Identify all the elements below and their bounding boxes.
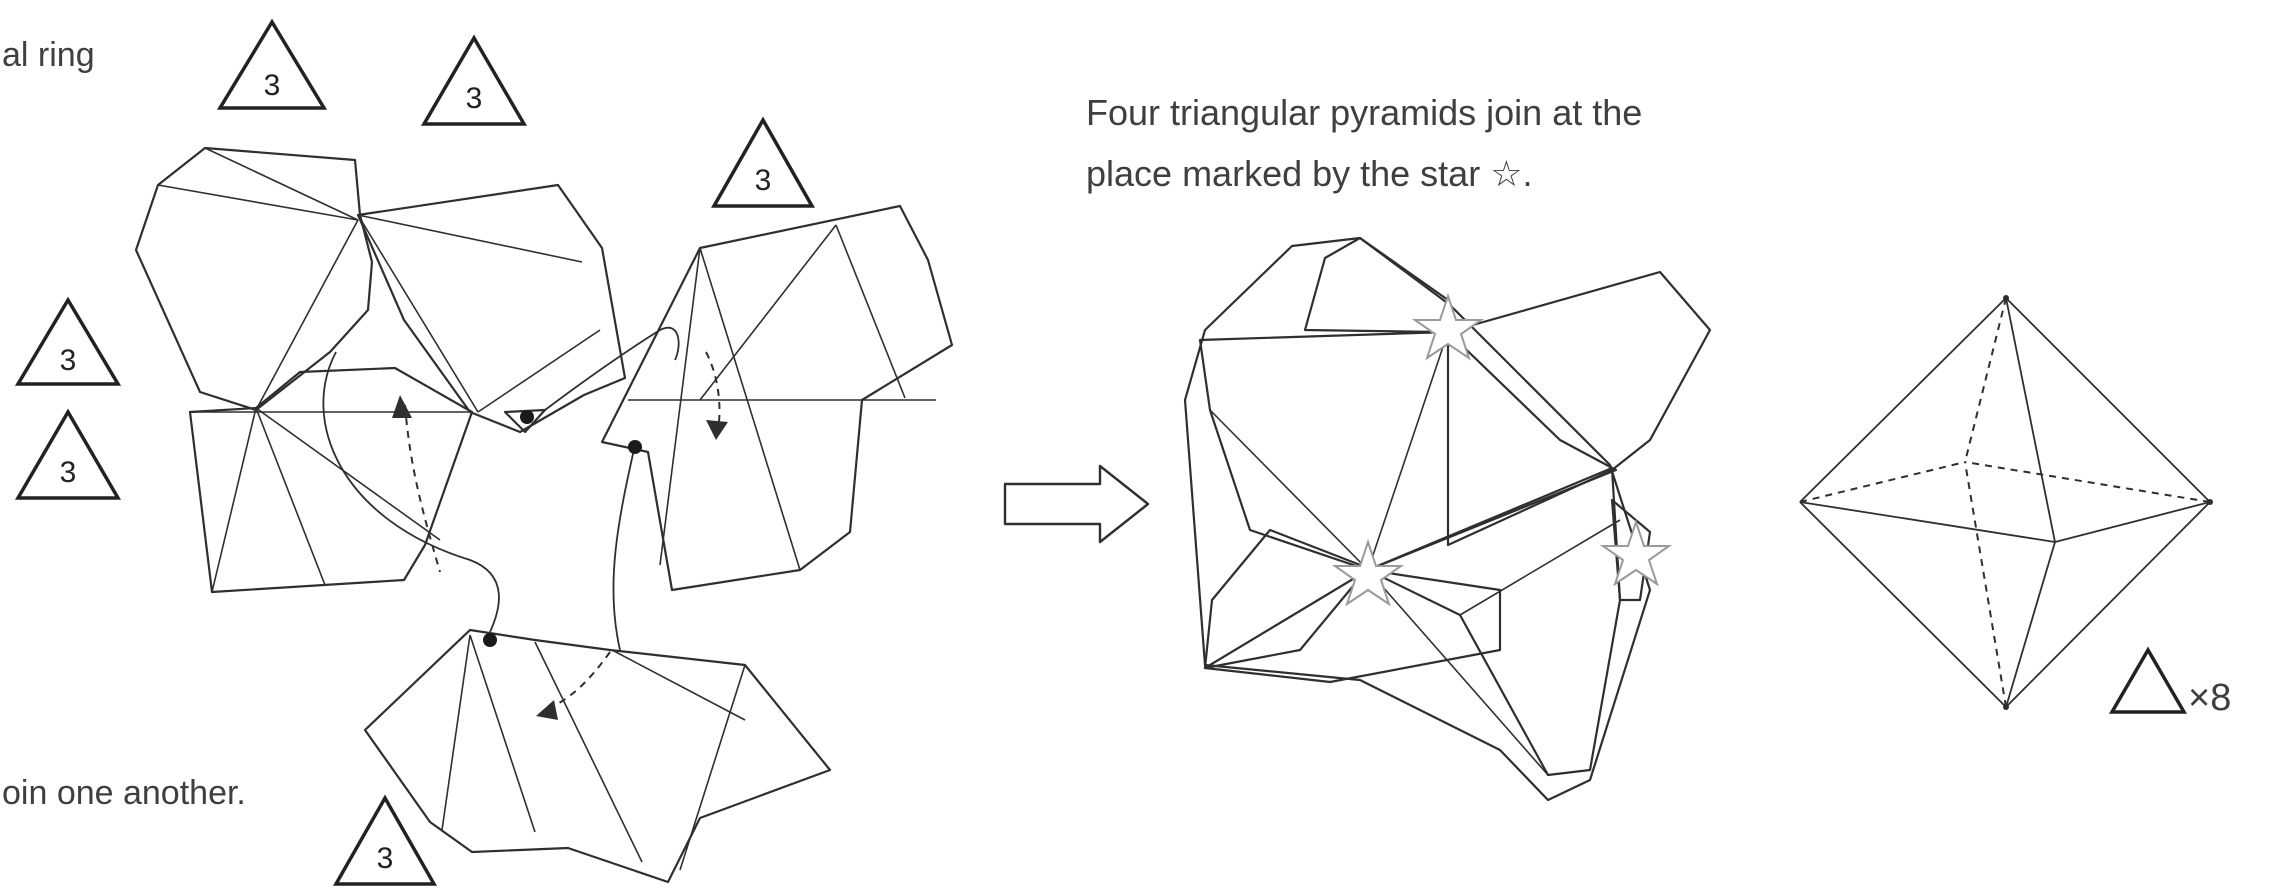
face-count-legend: ×8	[2112, 650, 2231, 719]
unit-badge-5: 3	[18, 412, 118, 498]
star-icon	[1603, 522, 1669, 584]
svg-text:3: 3	[60, 344, 77, 377]
unit-badge-4: 3	[18, 300, 118, 384]
pink-unit-bottom	[365, 630, 830, 882]
unit-badge-3: 3	[714, 120, 812, 206]
join-dot-icon	[628, 440, 642, 454]
multiplier-label: ×8	[2188, 677, 2231, 719]
yellow-unit-right	[602, 206, 952, 590]
triangle-icon	[2112, 650, 2184, 712]
left-assembly	[136, 148, 952, 882]
unit-badge-1: 3	[220, 22, 324, 108]
join-dot-icon	[483, 633, 497, 647]
caption-bottom-left: oin one another.	[2, 774, 246, 812]
unit-badge-2: 3	[424, 38, 524, 124]
svg-text:3: 3	[755, 164, 772, 197]
svg-text:3: 3	[466, 82, 483, 115]
octahedron-wireframe	[1800, 295, 2213, 710]
unit-badge-6: 3	[336, 798, 434, 884]
svg-text:3: 3	[377, 842, 394, 875]
assembled-model	[1185, 238, 1710, 800]
svg-text:3: 3	[60, 456, 77, 489]
join-dot-icon	[520, 410, 534, 424]
pyramid-caption-line-2: place marked by the star ☆.	[1086, 153, 1532, 194]
caption-top-left: al ring	[2, 36, 95, 74]
pink-unit-top	[358, 185, 625, 432]
pyramid-caption-line-1: Four triangular pyramids join at the	[1086, 92, 1642, 133]
svg-text:3: 3	[264, 69, 281, 102]
hollow-arrow-icon	[1005, 466, 1148, 542]
